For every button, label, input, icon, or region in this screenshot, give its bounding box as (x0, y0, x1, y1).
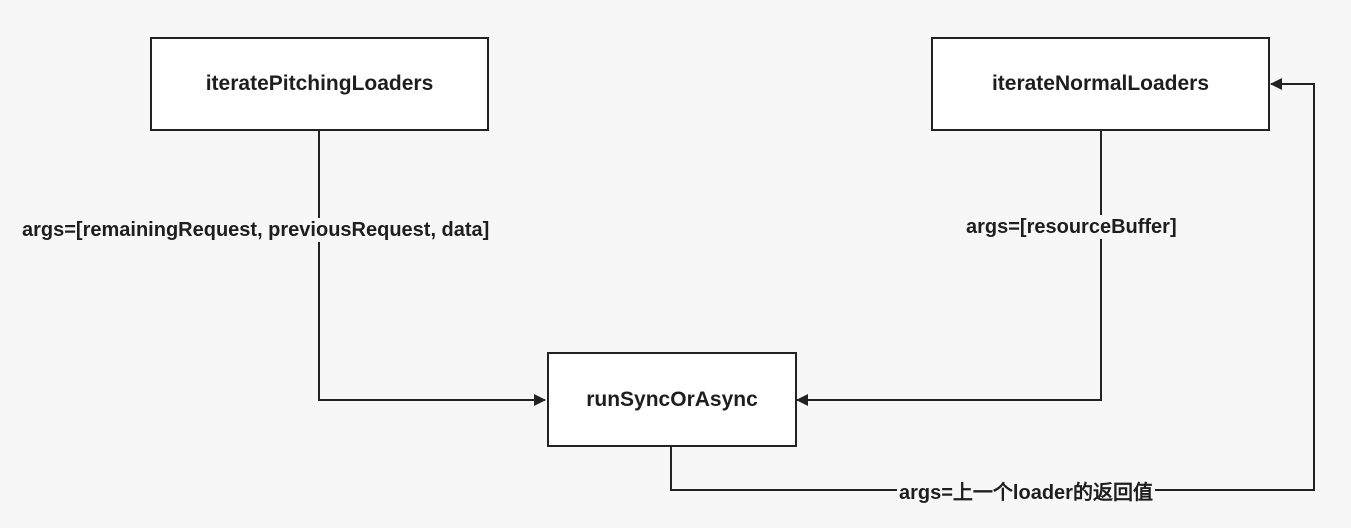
edge-label-normal-args: args=[resourceBuffer] (964, 215, 1179, 239)
edge-label-loop-args: args=上一个loader的返回值 (897, 481, 1155, 505)
node-iterate-pitching-loaders: iteratePitchingLoaders (150, 37, 489, 131)
node-iterate-normal-loaders: iterateNormalLoaders (931, 37, 1270, 131)
node-run-sync-or-async: runSyncOrAsync (547, 352, 797, 447)
edge-pitching-to-run (318, 130, 546, 406)
edge-label-pitching-args: args=[remainingRequest, previousRequest,… (20, 218, 492, 242)
edge-run-to-normal (670, 78, 1315, 491)
edge-normal-to-run (796, 130, 1102, 406)
